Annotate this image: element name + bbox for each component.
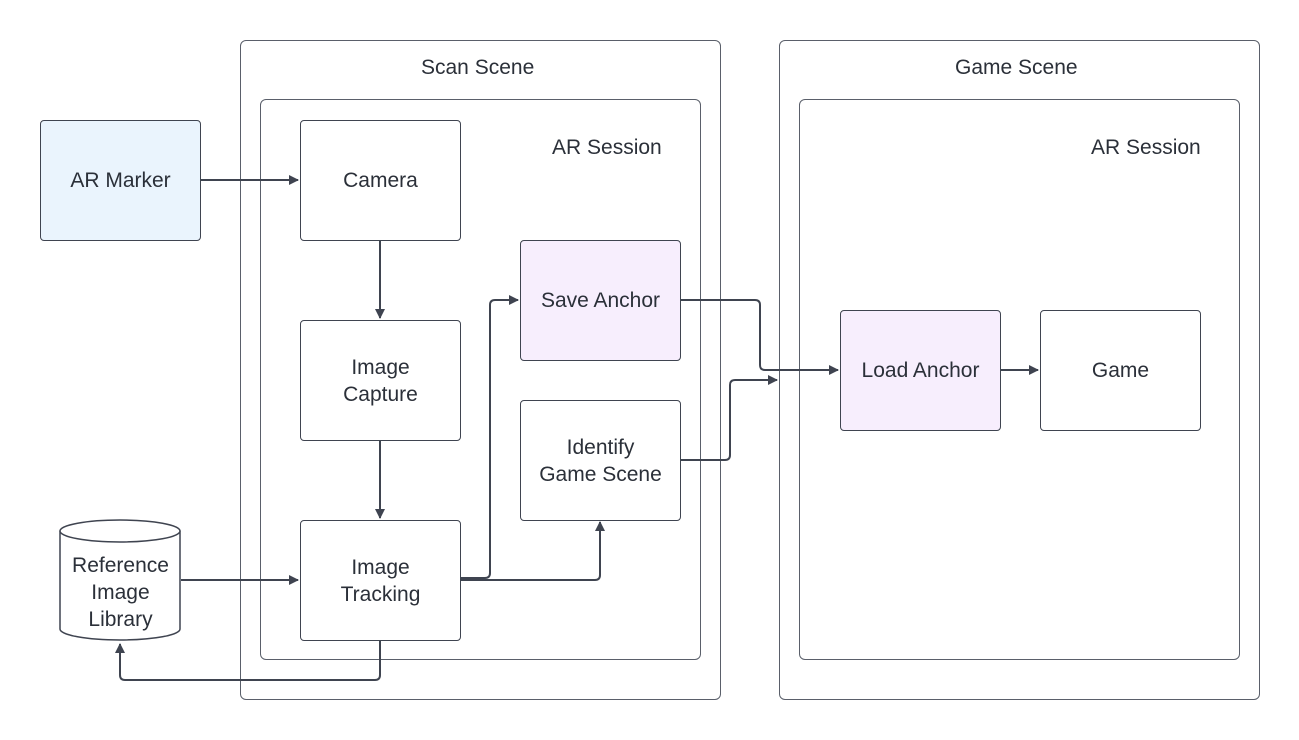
game-node[interactable]: Game — [1040, 310, 1201, 431]
game-ar-session-title: AR Session — [1091, 136, 1201, 159]
identify-game-scene-node[interactable]: Identify Game Scene — [520, 400, 681, 521]
camera-node[interactable]: Camera — [300, 120, 461, 241]
image-capture-node[interactable]: Image Capture — [300, 320, 461, 441]
reference-image-library-label: Reference Image Library — [72, 553, 169, 631]
scan-ar-session-title: AR Session — [552, 136, 662, 159]
ar-marker-node[interactable]: AR Marker — [40, 120, 201, 241]
load-anchor-node[interactable]: Load Anchor — [840, 310, 1001, 431]
save-anchor-node[interactable]: Save Anchor — [520, 240, 681, 361]
scan-scene-title: Scan Scene — [421, 56, 535, 79]
image-tracking-node[interactable]: Image Tracking — [300, 520, 461, 641]
game-scene-title: Game Scene — [955, 56, 1078, 79]
game-ar-session-container — [799, 99, 1240, 660]
